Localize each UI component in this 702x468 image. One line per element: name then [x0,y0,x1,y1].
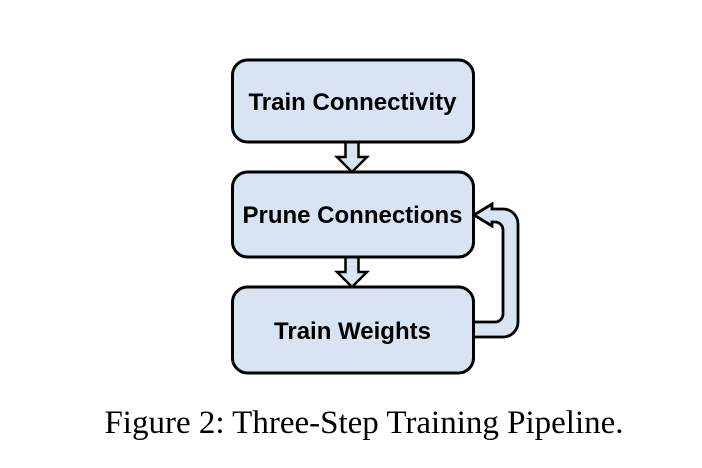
node-label-train-weights: Train Weights [274,318,431,345]
pipeline-flowchart: Train Connectivity Prune Connections Tra… [231,58,520,375]
node-train-connectivity [231,58,475,144]
node-label-train-connectivity: Train Connectivity [248,89,457,116]
down-arrow-1 [333,139,371,174]
figure-caption: Figure 2: Three-Step Training Pipeline. [104,405,624,441]
node-prune-connections [231,170,475,259]
node-train-weights [231,285,475,375]
node-label-prune-connections: Prune Connections [242,202,462,229]
feedback-loop-arrow [471,201,520,339]
down-arrow-2 [333,254,371,289]
